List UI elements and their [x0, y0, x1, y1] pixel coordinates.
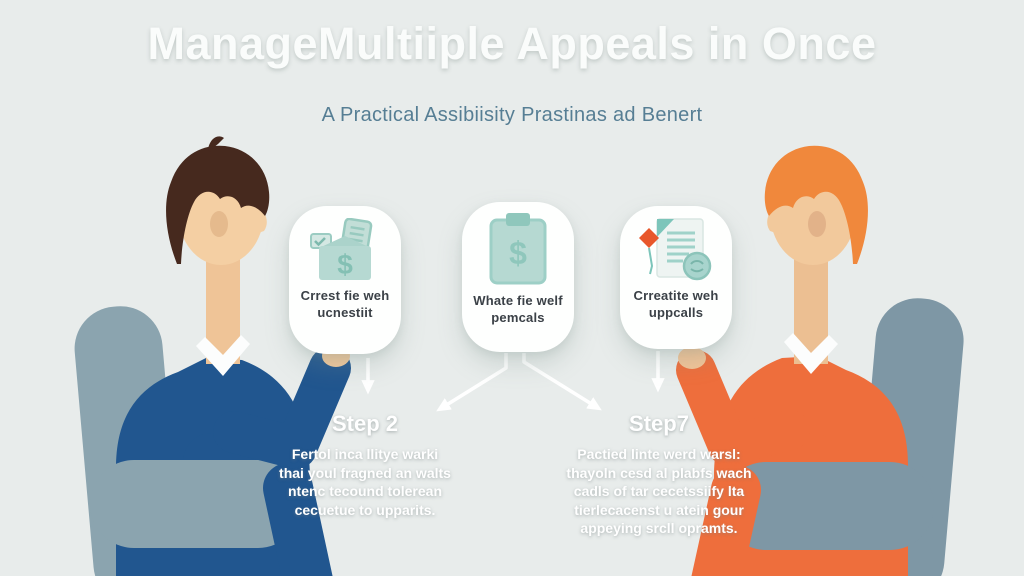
right-chair-seat	[722, 462, 934, 550]
card-label: Crreatite weh uppcalls	[633, 288, 719, 320]
card-label: Whate fie welf pemcals	[473, 293, 563, 325]
right-person-shin	[691, 465, 761, 576]
right-person-arm	[676, 350, 810, 466]
step-7-heading: Step7	[629, 411, 689, 436]
envelope-dollar-icon: $	[307, 218, 383, 282]
arrow-card2-to-step7	[522, 353, 602, 411]
right-person-hair	[764, 145, 868, 264]
step-2-heading: Step 2	[331, 411, 399, 436]
card-envelope-dollar: $ Crrest fie weh ucnestiit	[289, 206, 401, 354]
right-person-nose	[767, 202, 782, 235]
dollar-glyph: $	[337, 249, 353, 280]
left-person-hair-tuft	[208, 136, 224, 152]
right-person-hand	[678, 347, 706, 369]
left-person-nose	[252, 202, 267, 235]
right-person-collar	[784, 333, 838, 374]
left-person-front	[166, 136, 351, 576]
flow-arrows	[361, 351, 665, 412]
card-clipboard-dollar: $ Whate fie welf pemcals	[462, 202, 574, 352]
left-chair-seat	[90, 460, 302, 548]
page-subtitle: A Practical Assibiisity Prastinas ad Ben…	[321, 104, 703, 126]
right-person-ear	[808, 211, 826, 237]
page-title: ManageMultiiple Appeals in Once	[147, 18, 877, 69]
step-7-body: Pactied linte werd warsl: thayoln cesd a…	[566, 446, 752, 537]
step-2-body: Fertol inca llitye warki thai youl fragn…	[279, 446, 451, 518]
step-2-block: Step 2 Fertol inca llitye warki thai you…	[255, 411, 475, 519]
arrow-card2-to-step2	[436, 353, 508, 412]
card-document-award: Crreatite weh uppcalls	[620, 206, 732, 349]
clipboard-dollar-icon: $	[488, 211, 548, 287]
card-label: Crrest fie weh ucnestiit	[300, 288, 390, 320]
left-person-arm	[213, 347, 351, 469]
right-person-front	[676, 145, 868, 576]
document-award-icon	[637, 216, 715, 282]
left-person-shin	[263, 463, 333, 576]
dollar-glyph: $	[509, 235, 527, 271]
left-person-ear	[210, 211, 228, 237]
step-7-block: Step7 Pactied linte werd warsl: thayoln …	[546, 411, 772, 538]
left-person-collar	[196, 335, 250, 376]
left-person-hair	[166, 145, 270, 264]
